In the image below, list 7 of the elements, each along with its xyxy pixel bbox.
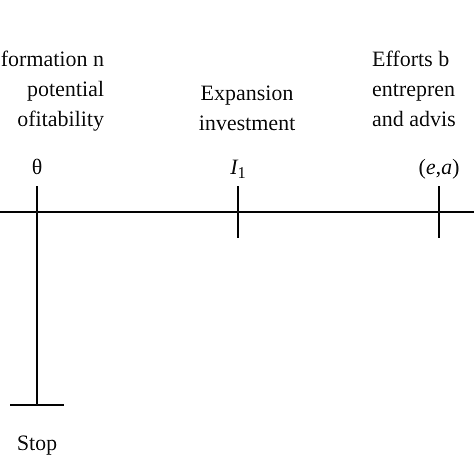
symbol-label: (e,a): [418, 154, 460, 179]
event-label: Expansion investment: [198, 80, 296, 135]
symbol-label: I$_{1}$: [230, 154, 246, 179]
symbol-label: θ: [32, 154, 42, 179]
event-label: Efforts b entrepren and advis: [372, 46, 456, 131]
event-label: formation n potential ofitability: [0, 46, 104, 131]
outcome-label: Stop: [16, 430, 58, 455]
